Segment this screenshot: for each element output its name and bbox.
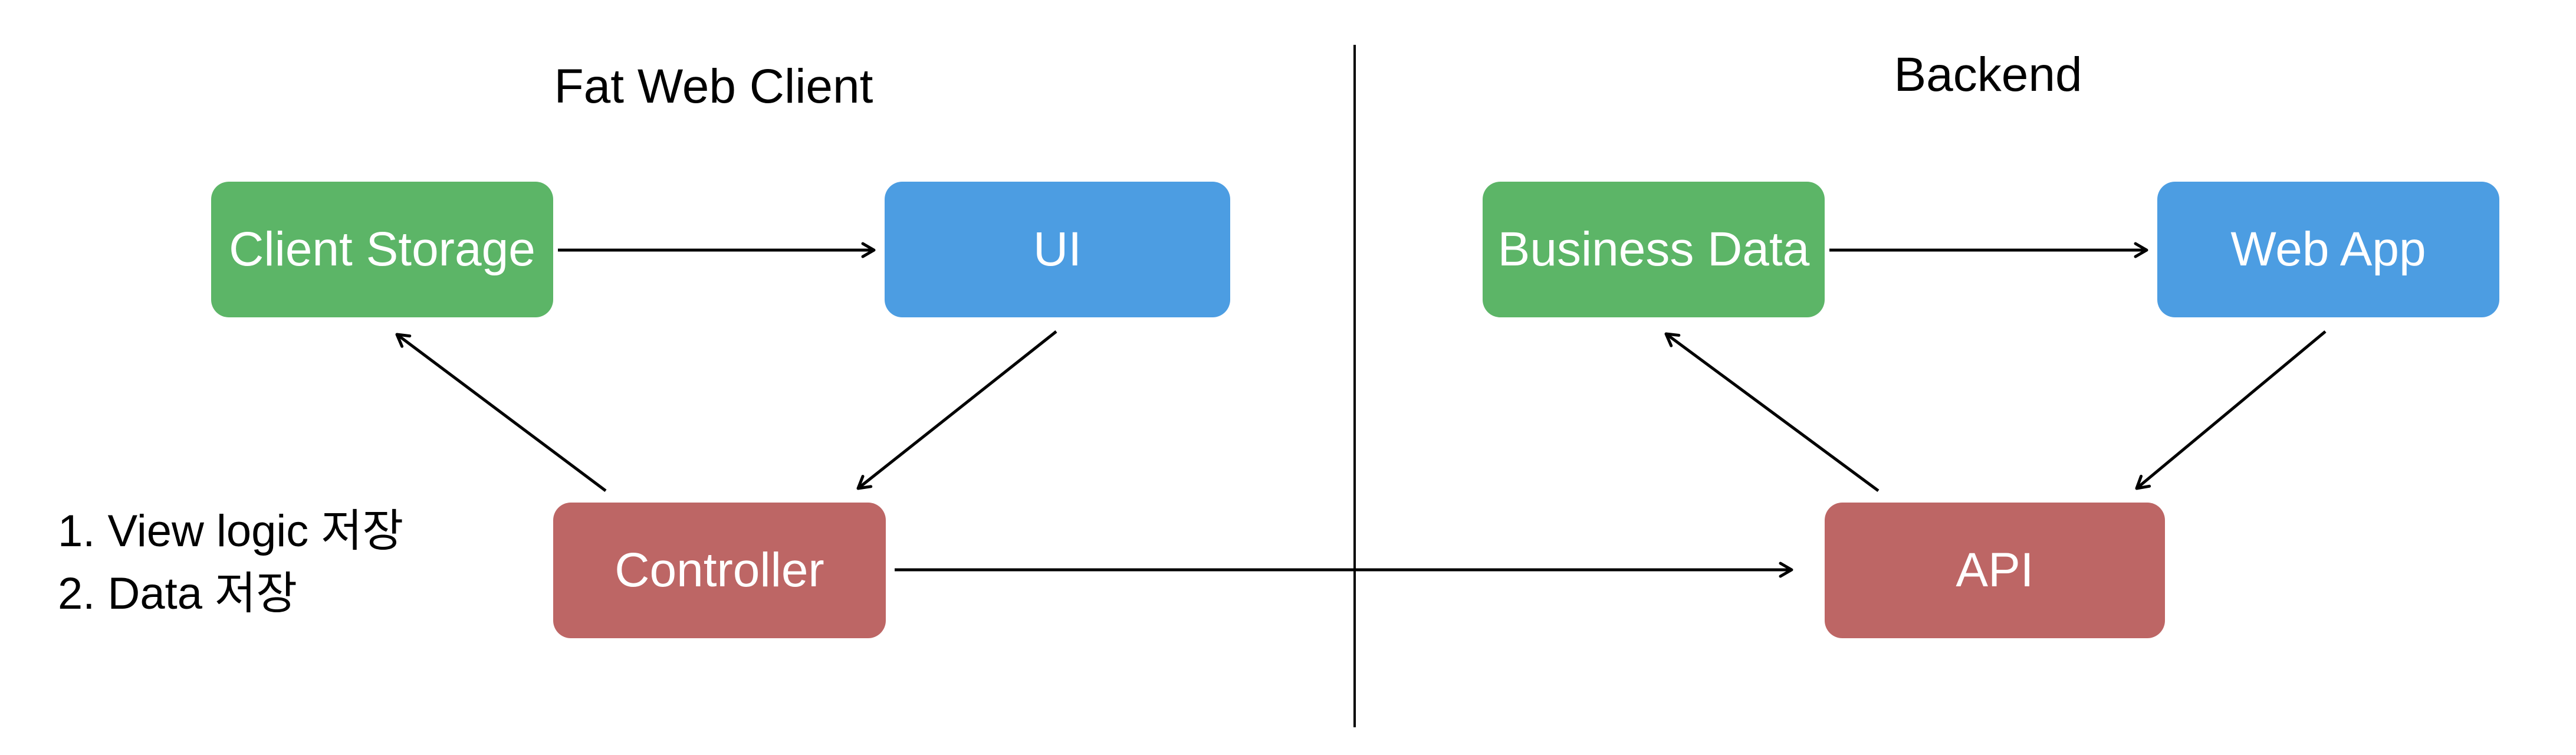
- node-web-app-label: Web App: [2230, 222, 2426, 276]
- annotation-list: 1. View logic 저장 2. Data 저장: [58, 500, 403, 625]
- node-client-storage-label: Client Storage: [229, 222, 535, 276]
- node-business-data[interactable]: Business Data: [1483, 182, 1825, 317]
- arrow-ui-to-controller: [856, 330, 1057, 490]
- annotation-item-1: 1. View logic 저장: [58, 506, 404, 556]
- node-api-label: API: [1956, 543, 2034, 597]
- section-title-backend: Backend: [1894, 48, 2082, 101]
- section-title-fat-web-client: Fat Web Client: [554, 60, 873, 113]
- node-controller-label: Controller: [615, 543, 824, 597]
- node-business-data-label: Business Data: [1497, 222, 1810, 276]
- node-controller[interactable]: Controller: [553, 503, 886, 638]
- arrow-controller-to-client-storage: [395, 333, 607, 493]
- node-ui-label: UI: [1033, 222, 1082, 276]
- node-web-app[interactable]: Web App: [2157, 182, 2499, 317]
- arrow-api-to-business-data: [1664, 332, 1880, 493]
- node-api[interactable]: API: [1825, 503, 2165, 638]
- node-ui[interactable]: UI: [885, 182, 1230, 317]
- node-client-storage[interactable]: Client Storage: [211, 182, 553, 317]
- arrow-web-app-to-api: [2135, 330, 2327, 490]
- annotation-item-2: 2. Data 저장: [58, 569, 297, 619]
